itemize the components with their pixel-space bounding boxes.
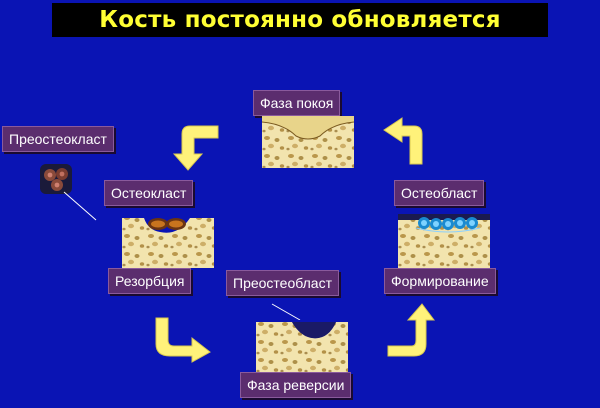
preosteoclast-pointer-icon xyxy=(63,191,97,221)
label-rest-phase: Фаза покоя xyxy=(253,90,341,116)
bone-tile-reversal xyxy=(256,320,348,374)
arrow-reversal-to-formation-icon xyxy=(387,303,435,357)
bone-tile-resorption xyxy=(122,214,214,268)
arrow-resorption-to-reversal-icon xyxy=(155,317,211,363)
arrow-formation-to-rest-icon xyxy=(383,117,423,165)
preosteoclast-cells-icon xyxy=(40,164,72,194)
label-preosteoclast: Преостеокласт xyxy=(2,126,114,152)
label-osteoblast: Остеобласт xyxy=(394,180,485,206)
label-formation: Формирование xyxy=(384,268,496,294)
arrow-rest-to-resorption-icon xyxy=(172,125,219,171)
label-osteoclast: Остеокласт xyxy=(104,180,194,206)
label-resorption: Резорбция xyxy=(108,268,192,294)
label-preosteoblast: Преостеобласт xyxy=(226,270,340,296)
page-title: Кость постоянно обновляется xyxy=(99,7,501,33)
bone-tile-rest xyxy=(262,116,354,168)
label-reversal-phase: Фаза реверсии xyxy=(240,372,352,398)
preosteoblast-pointer-icon xyxy=(271,303,301,321)
bone-tile-formation xyxy=(398,214,490,268)
title-bar: Кость постоянно обновляется xyxy=(52,3,548,37)
